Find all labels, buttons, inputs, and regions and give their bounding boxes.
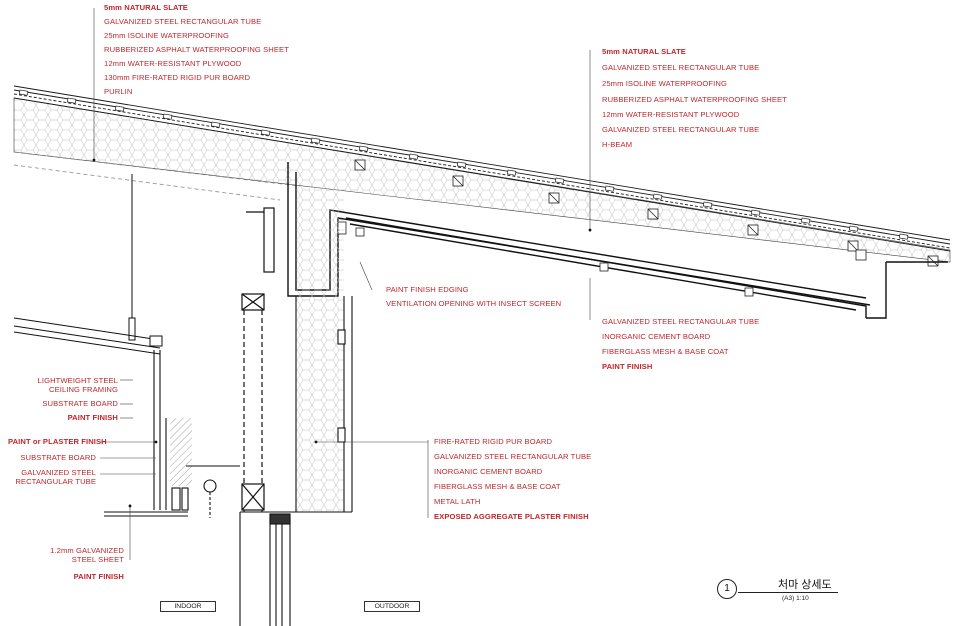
label-plywood: 12mm WATER-RESISTANT PLYWOOD bbox=[602, 110, 740, 119]
label-pur-board: 130mm FIRE-RATED RIGID PUR BOARD bbox=[104, 73, 251, 82]
label-ext-lath: METAL LATH bbox=[434, 497, 481, 506]
steel-column bbox=[241, 207, 275, 512]
roof-underside bbox=[13, 151, 301, 187]
label-natural-slate: 5mm NATURAL SLATE bbox=[104, 3, 188, 12]
label-soffit-cement: INORGANIC CEMENT BOARD bbox=[602, 332, 711, 341]
label-ext-cement: INORGANIC CEMENT BOARD bbox=[434, 467, 543, 476]
label-asphalt-sheet: RUBBERIZED ASPHALT WATERPROOFING SHEET bbox=[602, 95, 787, 104]
label-steel-tube-2: GALVANIZED STEEL RECTANGULAR TUBE bbox=[602, 125, 760, 134]
label-steel-tube: GALVANIZED STEEL RECTANGULAR TUBE bbox=[602, 63, 760, 72]
wall-insulation bbox=[296, 186, 344, 512]
label-plywood: 12mm WATER-RESISTANT PLYWOOD bbox=[104, 59, 242, 68]
label-asphalt-sheet: RUBBERIZED ASPHALT WATERPROOFING SHEET bbox=[104, 45, 289, 54]
label-ext-plaster: EXPOSED AGGREGATE PLASTER FINISH bbox=[434, 512, 589, 521]
label-ceiling-board: SUBSTRATE BOARD bbox=[42, 399, 118, 408]
title-underline bbox=[738, 592, 838, 593]
label-ext-mesh: FIBERGLASS MESH & BASE COAT bbox=[434, 482, 561, 491]
label-soffit-mesh: FIBERGLASS MESH & BASE COAT bbox=[602, 347, 729, 356]
roof-slate-line bbox=[13, 85, 951, 241]
roof-tubes bbox=[354, 159, 939, 267]
window-frame bbox=[239, 512, 291, 626]
label-h-beam: H-BEAM bbox=[602, 140, 633, 149]
label-int-finish: PAINT or PLASTER FINISH bbox=[8, 437, 107, 446]
drawing-number: 1 bbox=[717, 579, 737, 599]
label-ext-pur: FIRE-RATED RIGID PUR BOARD bbox=[434, 437, 553, 446]
label-galv-sheet: 1.2mm GALVANIZED STEEL SHEET bbox=[50, 546, 124, 564]
leader-dots bbox=[92, 158, 592, 508]
interior-wall bbox=[104, 350, 240, 518]
drawing-scale: (A3) 1:10 bbox=[782, 595, 809, 602]
label-ceiling-paint: PAINT FINISH bbox=[67, 413, 118, 422]
label-sheet-paint: PAINT FINISH bbox=[73, 572, 124, 581]
slate-tabs bbox=[18, 89, 909, 240]
ceiling bbox=[13, 174, 163, 355]
label-natural-slate: 5mm NATURAL SLATE bbox=[602, 47, 686, 56]
zone-outdoor-tag: OUTDOOR bbox=[364, 601, 420, 612]
label-ventilation: VENTILATION OPENING WITH INSECT SCREEN bbox=[386, 299, 562, 308]
label-isoline: 25mm ISOLINE WATERPROOFING bbox=[602, 79, 727, 88]
roof-insulation bbox=[13, 97, 951, 263]
drawing-title: 처마 상세도 bbox=[778, 579, 832, 591]
label-soffit-tube: GALVANIZED STEEL RECTANGULAR TUBE bbox=[602, 317, 760, 326]
label-ext-tube: GALVANIZED STEEL RECTANGULAR TUBE bbox=[434, 452, 592, 461]
leader-lines bbox=[93, 8, 591, 560]
label-ceiling-framing: LIGHTWEIGHT STEEL CEILING FRAMING bbox=[37, 376, 118, 394]
zone-indoor-tag: INDOOR bbox=[160, 601, 216, 612]
label-paint-edging: PAINT FINISH EDGING bbox=[386, 285, 469, 294]
label-steel-tube: GALVANIZED STEEL RECTANGULAR TUBE bbox=[104, 17, 262, 26]
label-soffit-paint: PAINT FINISH bbox=[602, 362, 653, 371]
label-isoline: 25mm ISOLINE WATERPROOFING bbox=[104, 31, 229, 40]
exterior-wall bbox=[240, 296, 353, 513]
label-int-tube: GALVANIZED STEEL RECTANGULAR TUBE bbox=[15, 468, 96, 486]
label-int-board: SUBSTRATE BOARD bbox=[20, 453, 96, 462]
label-purlin: PURLIN bbox=[104, 87, 133, 96]
